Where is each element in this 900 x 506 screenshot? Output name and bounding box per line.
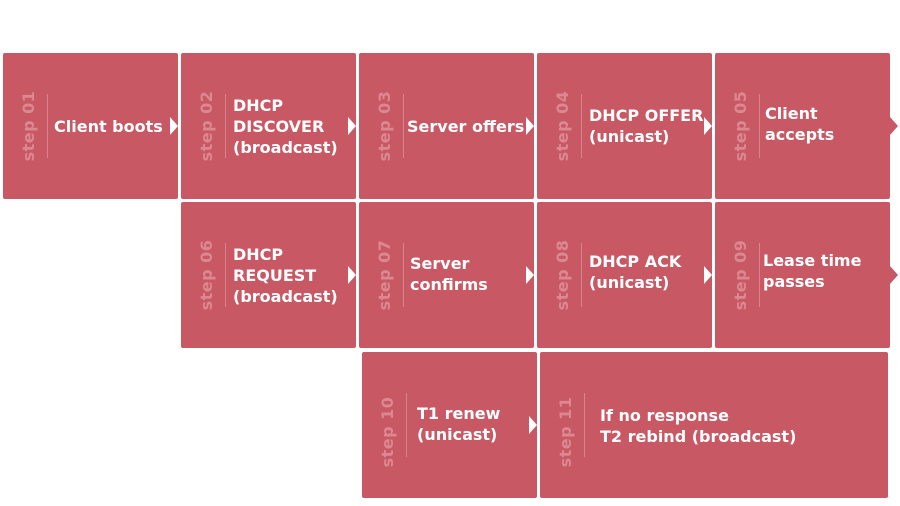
step-label: Lease time passes [763, 250, 861, 292]
step-label-line: (broadcast) [233, 287, 338, 306]
step-label-line: Lease time [763, 251, 862, 270]
chevron-right-icon [348, 117, 356, 135]
step-divider [581, 94, 582, 158]
step-label: Client accepts [765, 103, 834, 145]
chevron-right-icon [704, 266, 712, 284]
step-label-line: If no response [600, 406, 729, 425]
step-tile-02: step 02 DHCP DISCOVER (broadcast) [181, 53, 356, 199]
step-label-line: Server offers [407, 117, 525, 136]
step-tile-10: step 10 T1 renew (unicast) [362, 352, 537, 498]
step-number: step 10 [378, 396, 397, 468]
step-divider [403, 94, 404, 158]
step-number: step 02 [197, 90, 216, 162]
chevron-right-icon [526, 266, 534, 284]
step-label-line: (unicast) [589, 127, 670, 146]
step-number: step 09 [731, 239, 750, 311]
step-tile-01: step 01 Client boots [3, 53, 178, 199]
chevron-right-icon [890, 117, 898, 135]
chevron-right-icon [348, 266, 356, 284]
step-label-line: T2 rebind (broadcast) [600, 427, 797, 446]
step-number: step 01 [19, 90, 38, 162]
step-label: Server confirms [410, 253, 488, 295]
step-label: DHCP OFFER (unicast) [589, 105, 703, 147]
step-tile-08: step 08 DHCP ACK (unicast) [537, 202, 712, 348]
step-number: step 05 [731, 90, 750, 162]
chevron-right-icon [526, 117, 534, 135]
step-label-line: DHCP [233, 96, 284, 115]
step-label-line: DISCOVER [233, 117, 325, 136]
step-divider [403, 243, 404, 307]
step-divider [759, 243, 760, 307]
step-divider [581, 243, 582, 307]
step-label-line: Client boots [54, 117, 163, 136]
step-label-line: Server [410, 254, 470, 273]
step-label-line: Client [765, 104, 818, 123]
step-label-line: DHCP OFFER [589, 106, 704, 125]
step-label-line: (broadcast) [233, 138, 338, 157]
step-label-line: accepts [765, 125, 835, 144]
step-number: step 08 [553, 239, 572, 311]
step-label-line: (unicast) [589, 273, 670, 292]
step-number: step 07 [375, 239, 394, 311]
step-divider [225, 94, 226, 158]
step-tile-06: step 06 DHCP REQUEST (broadcast) [181, 202, 356, 348]
step-tile-04: step 04 DHCP OFFER (unicast) [537, 53, 712, 199]
step-number: step 11 [556, 396, 575, 468]
step-label: T1 renew (unicast) [417, 403, 500, 445]
step-tile-07: step 07 Server confirms [359, 202, 534, 348]
step-label: DHCP DISCOVER (broadcast) [233, 95, 338, 158]
step-label: DHCP ACK (unicast) [589, 251, 681, 293]
step-divider [406, 393, 407, 457]
step-number: step 03 [375, 90, 394, 162]
step-tile-05: step 05 Client accepts [715, 53, 898, 199]
step-label: DHCP REQUEST (broadcast) [233, 244, 338, 307]
chevron-right-icon [704, 117, 712, 135]
step-label: Server offers [407, 116, 524, 137]
step-divider [584, 393, 585, 457]
step-label-line: DHCP ACK [589, 252, 682, 271]
step-label-line: (unicast) [417, 425, 498, 444]
step-label-line: passes [763, 272, 825, 291]
chevron-right-icon [529, 416, 537, 434]
step-label: Client boots [54, 116, 163, 137]
step-tile-11: step 11 If no response T2 rebind (broadcas… [540, 352, 888, 498]
step-tile-03: step 03 Server offers [359, 53, 534, 199]
chevron-right-icon [890, 266, 898, 284]
step-label-line: T1 renew [417, 404, 501, 423]
step-label-line: DHCP [233, 245, 284, 264]
step-divider [759, 94, 760, 158]
step-number: step 06 [197, 239, 216, 311]
step-label-line: REQUEST [233, 266, 317, 285]
step-tile-09: step 09 Lease time passes [715, 202, 898, 348]
step-divider [47, 94, 48, 158]
step-label-line: confirms [410, 275, 488, 294]
step-number: step 04 [553, 90, 572, 162]
step-divider [225, 243, 226, 307]
chevron-right-icon [170, 117, 178, 135]
step-label: If no response T2 rebind (broadcast) [600, 405, 796, 447]
